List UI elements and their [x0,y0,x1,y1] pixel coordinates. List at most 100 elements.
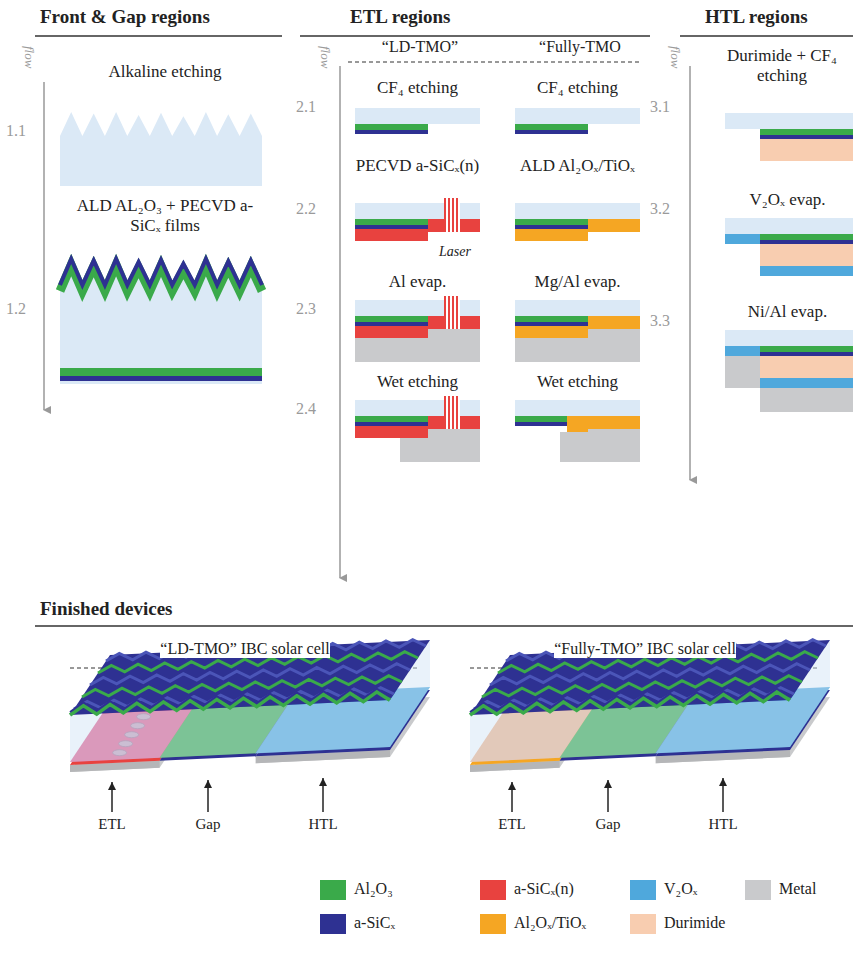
drawing-part [355,225,428,229]
step-label: Ni/Al evap. [722,302,853,322]
step-label: Al evap. [355,272,480,292]
legend-swatch [630,880,656,900]
step-label: Gap [596,816,621,833]
step-number: 1.2 [6,300,46,318]
pyramids [470,689,790,712]
drawing-part [515,124,588,130]
drawing-part [588,416,640,429]
step-label: CF₄ etching [515,78,640,98]
step-label: ALD AL₂O₃ + PECVD a-SiCₓ films [75,196,255,235]
drawing-part [760,240,853,244]
drawing-part [511,782,513,812]
flow-arrows [44,66,690,578]
step-label: ALD Al₂Oₓ/TiOₓ [510,156,645,176]
drawing-part [760,266,853,276]
textured-wafer [60,258,262,384]
drawing-part [725,346,760,356]
step-label: Gap [196,816,221,833]
drawing-part [588,316,640,329]
drawing-part [760,135,853,139]
drawing-part [760,139,853,161]
step-number: 2.1 [296,98,336,116]
legend-text: a-SiCₓ(n) [514,880,574,898]
drawing-part [515,225,588,229]
step-label: Mg/Al evap. [515,272,640,292]
drawing-part [111,782,113,812]
step-label: ETL [498,816,526,833]
drawing-part [760,352,853,356]
legend-swatch [320,880,346,900]
drawing-part [444,396,460,429]
step-number: 3.1 [650,98,690,116]
legend-text: Metal [779,880,816,898]
drawing-part [428,329,480,362]
drawing-part [355,300,480,316]
legend-swatch [480,880,506,900]
pyramids [90,664,410,685]
drawing-part [588,329,640,362]
textured-front [470,640,830,715]
step-label: PECVD a-SiCₓ(n) [355,156,480,176]
sic-layer [60,259,262,285]
drawing-part [515,338,588,362]
drawing-part [760,234,853,240]
drawing-part [400,438,428,462]
textured-wafer [60,112,262,186]
drawing-part [722,778,724,812]
drawing-part [355,316,428,322]
pointer-arrows [112,778,723,812]
drawing-part [355,326,428,338]
drawing-part [607,780,609,812]
drawing-part [725,330,853,346]
drawing-part [515,400,640,416]
legend-text: Al₂O₃ [354,880,393,898]
drawing-part [348,62,640,63]
drawing-part [725,113,853,129]
drawing-part [588,219,640,232]
legend-swatch [745,880,771,900]
drawing-part [355,203,480,219]
drawing-part [322,778,324,812]
step-label: “Fully-TMO [539,38,621,56]
step-label: “LD-TMO” [382,38,458,56]
step-number: 1.1 [6,122,46,140]
drawing-part [35,625,853,627]
flow-label: flow [21,46,36,68]
step-label: Alkaline etching [70,62,260,82]
drawing-part [355,219,428,225]
step-label: “Fully-TMO” IBC solar cell [554,640,736,658]
section-heading: Finished devices [40,598,290,620]
htl-stacks [725,113,853,412]
drawing-part [515,416,567,422]
drawing-part [760,346,853,352]
drawing-part [567,416,588,432]
drawing-part [515,422,567,426]
front-wafers [60,112,262,384]
section-heading: HTL regions [705,6,853,28]
drawing-part [428,429,480,462]
drawing-part [515,108,640,124]
drawing-part [300,35,650,37]
solar-cells [70,640,830,772]
drawing-part [515,316,588,322]
drawing-part [355,416,428,422]
drawing-part [43,82,45,410]
drawing-part [515,326,588,338]
step-label: HTL [308,816,337,833]
drawing-part [355,108,480,124]
legend-swatch [480,914,506,934]
legend-swatch [320,914,346,934]
step-label: Laser [425,244,485,260]
drawing-part [560,432,588,462]
pyramids [490,664,810,685]
drawing-part [444,296,460,329]
legend-text: a-SiCₓ [354,914,395,932]
drawing-part [725,218,853,234]
drawing-part [355,400,480,416]
legend-text: Durimide [664,914,725,932]
legend-swatch [630,914,656,934]
drawing-part [515,322,588,326]
drawing-part [355,426,428,438]
drawing-part [355,229,428,241]
pyramids [70,689,390,712]
